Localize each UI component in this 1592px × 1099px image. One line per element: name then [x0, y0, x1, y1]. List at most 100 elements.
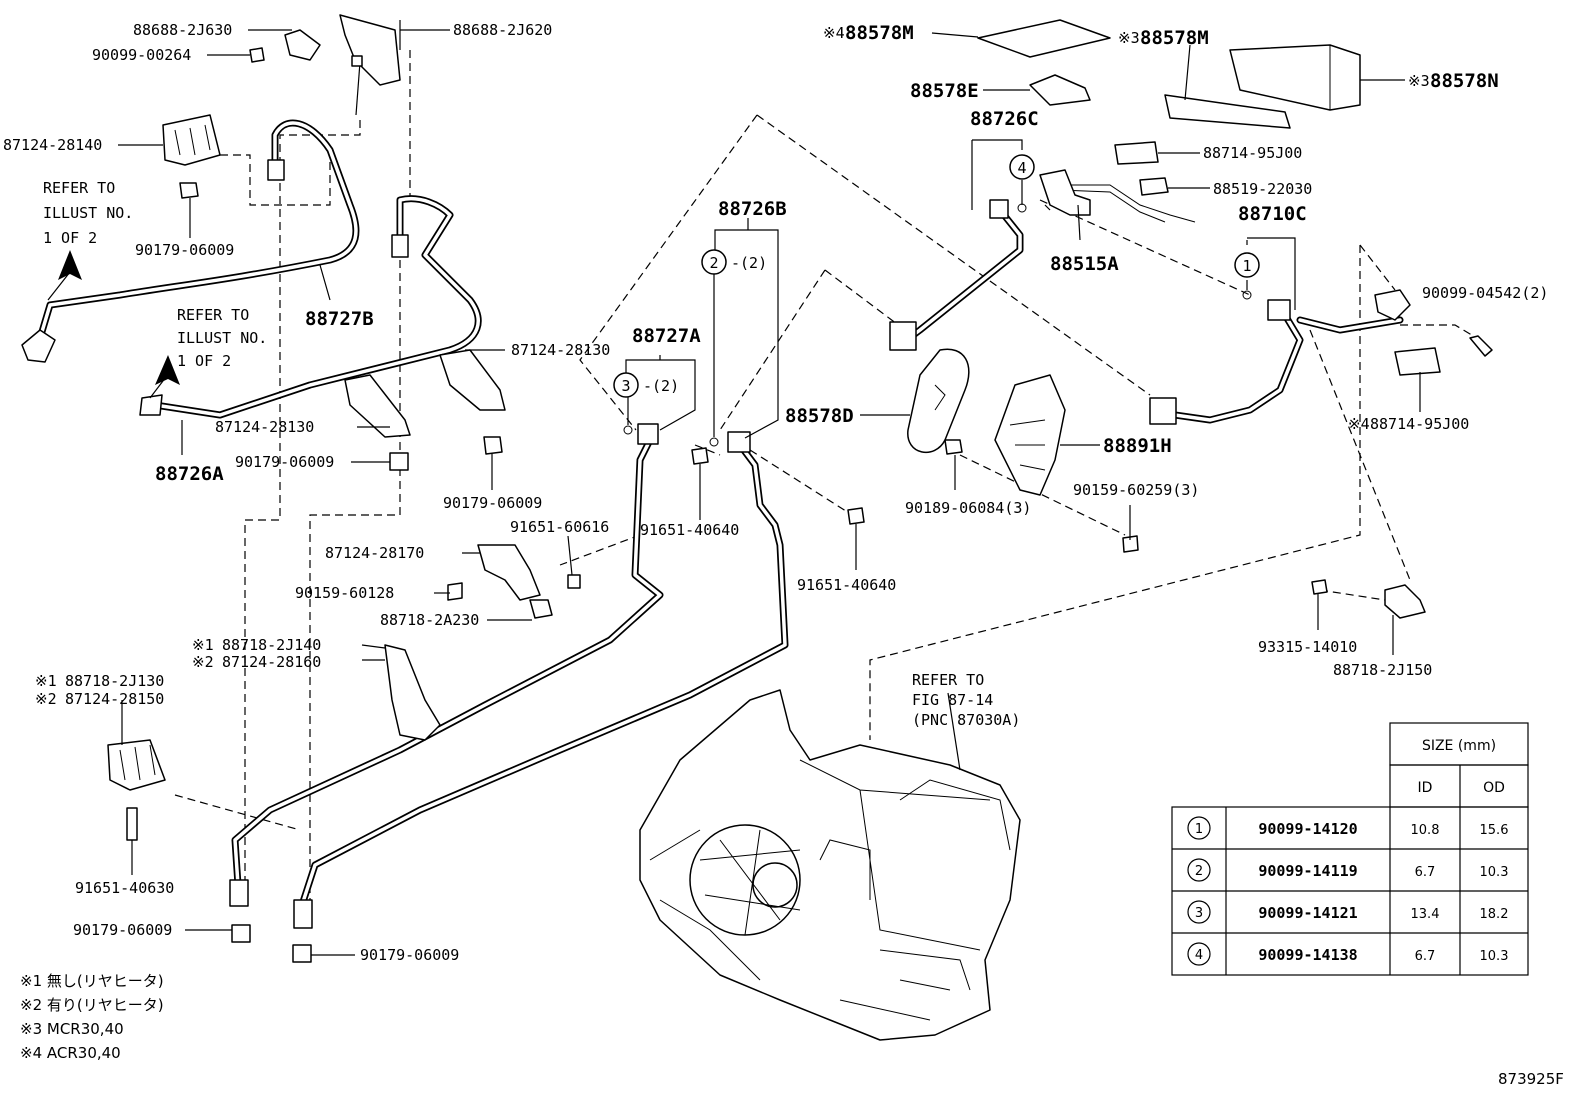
table-row: 4 90099-14138 6.7 10.3 [1187, 942, 1508, 966]
refer-fig-line2: FIG 87-14 [912, 691, 993, 709]
label-87124-28140: 87124-28140 [3, 136, 102, 154]
label-90159-60259: 90159-60259(3) [1073, 481, 1199, 499]
label-88726B: 88726B [718, 198, 787, 220]
key-2-qty: -(2) [731, 254, 767, 272]
label-88578M-b: 88578M [1140, 27, 1209, 49]
label-88688-2J630: 88688-2J630 [133, 21, 232, 39]
label-93315-14010: 93315-14010 [1258, 638, 1357, 656]
refer-illust-b-line3: 1 OF 2 [177, 352, 231, 370]
nut-90179-06009-e [292, 944, 312, 963]
holder-88578E [1029, 74, 1091, 106]
fitting-88726A-end [139, 394, 163, 416]
label-91651-40630: 91651-40630 [75, 879, 174, 897]
row-3-od: 18.2 [1480, 907, 1509, 922]
bolt-93315-14010 [1311, 579, 1328, 595]
mark-2-b: ※2 [35, 690, 57, 708]
table-row: 1 90099-14120 10.8 15.6 [1187, 816, 1508, 840]
label-88718-2A230: 88718-2A230 [380, 611, 479, 629]
fitting-88726A-top [391, 234, 409, 258]
clamp-88718-2J130 [107, 739, 166, 791]
parts-shapes [21, 14, 1493, 963]
table-row: 3 90099-14121 13.4 18.2 [1187, 900, 1509, 924]
valve-88515A [1039, 169, 1091, 216]
row-3-key: 3 [1195, 906, 1203, 921]
refer-illust-b-line2: ILLUST NO. [177, 329, 267, 347]
leader-lines [47, 29, 1421, 956]
mark-1-a: ※1 [192, 636, 214, 654]
key-circle-4-label: 4 [1017, 159, 1026, 177]
mark-3-b: ※3 [1408, 72, 1430, 90]
label-88714-95J00-a: 88714-95J00 [1203, 144, 1302, 162]
label-87124-28130-a: 87124-28130 [511, 341, 610, 359]
refer-fig-line1: REFER TO [912, 671, 984, 689]
clamp-87124-28130-b [344, 374, 411, 438]
heater-unit-87030A [639, 689, 1021, 1041]
bolt-90159-60128 [447, 582, 463, 601]
bolt-90099-00264 [249, 47, 265, 63]
key-circle-1-label: 1 [1242, 257, 1251, 275]
label-88727B: 88727B [305, 308, 374, 330]
label-88718-2J130: 88718-2J130 [65, 672, 164, 690]
label-88688-2J620: 88688-2J620 [453, 21, 552, 39]
label-87124-28160: 87124-28160 [222, 653, 321, 671]
label-88578D: 88578D [785, 405, 854, 427]
bolt-91651-40640-a [691, 447, 709, 465]
row-2-od: 10.3 [1480, 865, 1509, 880]
fitting-88726C-top [989, 199, 1009, 219]
sleeve-88578M-b [1164, 94, 1291, 129]
bolt-91651-40630 [126, 807, 138, 841]
label-88515A: 88515A [1050, 253, 1119, 275]
sleeve-88714-95J00-a [1114, 141, 1159, 165]
label-88718-2J140: 88718-2J140 [222, 636, 321, 654]
refer-illust-b-line1: REFER TO [177, 306, 249, 324]
bracket-87124-28170 [477, 544, 541, 601]
row-2-key: 2 [1195, 864, 1203, 879]
clip-88718-2A230 [529, 599, 553, 619]
footnote-3: ※3 MCR30,40 [20, 1020, 124, 1038]
part-labels: 88688-2J630 90099-00264 88688-2J620 8712… [3, 21, 1548, 964]
nut-90179-06009-b [389, 452, 409, 471]
fitting-88710C-top [1267, 299, 1291, 321]
nut-90179-06009-c [483, 436, 503, 455]
footnote-2: ※2 有り(リヤヒータ) [20, 996, 164, 1014]
size-table-col-id: ID [1418, 780, 1433, 796]
mark-4-a: ※4 [823, 24, 845, 42]
label-90179-06009-c: 90179-06009 [443, 494, 542, 512]
table-row: 2 90099-14119 6.7 10.3 [1187, 858, 1509, 882]
mark-4-b: ※4 [1348, 415, 1370, 433]
row-2-id: 6.7 [1415, 865, 1436, 880]
refer-illust-a-line2: ILLUST NO. [43, 204, 133, 222]
mark-2-a: ※2 [192, 653, 214, 671]
label-88578N: 88578N [1430, 70, 1499, 92]
cover-88578N [1229, 44, 1361, 111]
refer-fig-line3: (PNC 87030A) [912, 711, 1020, 729]
label-90099-00264: 90099-00264 [92, 46, 191, 64]
clip-88688-2J630 [284, 29, 321, 61]
fitting-88726B-bottom [293, 899, 313, 929]
label-90189-06084: 90189-06084(3) [905, 499, 1031, 517]
label-90179-06009-b: 90179-06009 [235, 453, 334, 471]
fitting-88726B-top [727, 431, 751, 453]
label-87124-28170: 87124-28170 [325, 544, 424, 562]
key-circle-1 [1234, 252, 1260, 278]
size-table: SIZE (mm) ID OD 1 90099-14120 10.8 15.6 … [1171, 722, 1529, 976]
row-2-part: 90099-14119 [1258, 862, 1357, 880]
screw-90159-60259 [1122, 535, 1139, 553]
row-4-id: 6.7 [1415, 949, 1436, 964]
label-90159-60128: 90159-60128 [295, 584, 394, 602]
mark-1-b: ※1 [35, 672, 57, 690]
footnote-1: ※1 無し(リヤヒータ) [20, 972, 164, 990]
label-88710C: 88710C [1238, 203, 1307, 225]
bracket-88688-2J620 [339, 14, 401, 86]
clamp-88718-2J150 [1384, 584, 1426, 619]
clamp-87124-28140 [162, 114, 221, 166]
bracket-88718-2J140 [384, 644, 441, 741]
mark-3-a: ※3 [1118, 29, 1140, 47]
key-circle-3 [613, 372, 639, 398]
label-88578E: 88578E [910, 80, 979, 102]
label-87124-28150: 87124-28150 [65, 690, 164, 708]
row-3-id: 13.4 [1411, 907, 1440, 922]
hose-key-circles: 2 -(2) 3 -(2) 4 1 [613, 154, 1260, 447]
grommet-88578D [907, 348, 970, 454]
figure-code: 873925F [1498, 1070, 1564, 1088]
